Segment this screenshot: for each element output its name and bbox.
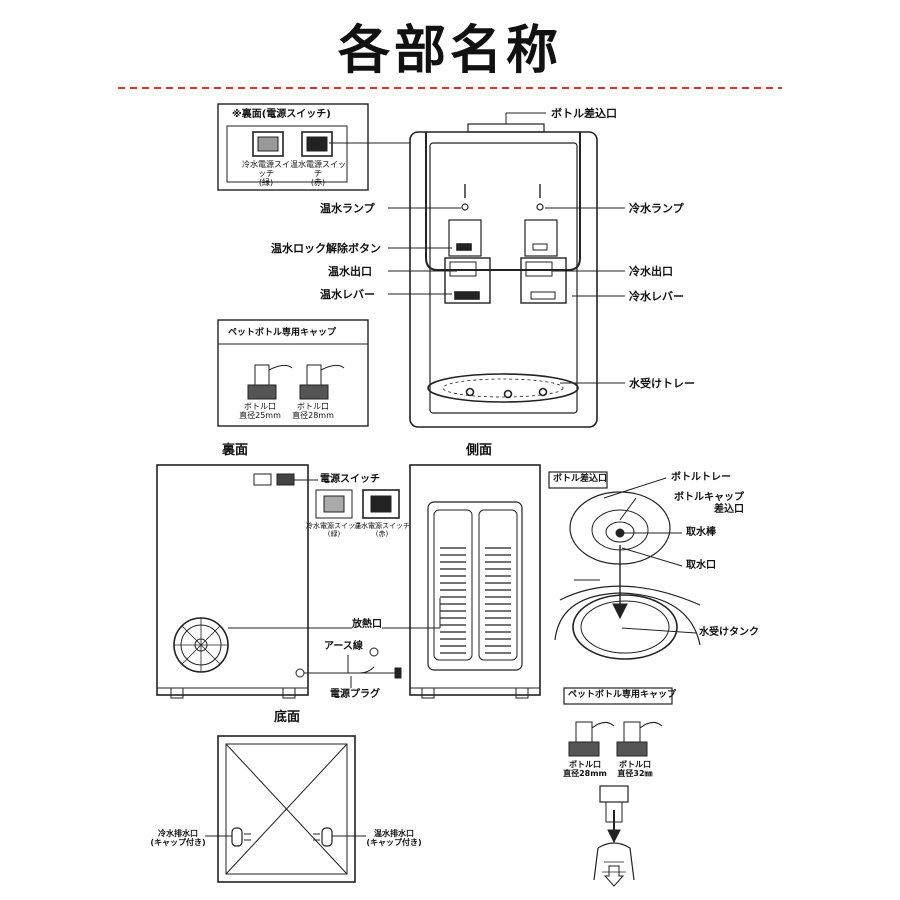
label-hot-lock-button: 温水ロック解除ボタン	[271, 242, 381, 255]
side-vents	[440, 547, 511, 654]
label-back-hot-switch: 温水電源スイッチ (赤)	[354, 522, 410, 539]
bottle-detail	[548, 471, 701, 660]
label-cold-lamp: 冷水ランプ	[629, 202, 684, 215]
label-hot-drain: 温水排水口 (キャップ付き)	[366, 829, 422, 848]
section-label-back: 裏面	[222, 443, 249, 458]
label-heat-vent: 放熱口	[352, 619, 382, 630]
cap-detail-heading: ペットボトル専用キャップ	[568, 690, 677, 700]
switch-inset-cold: 冷水電源スイッチ (緑)	[242, 160, 290, 188]
label-hot-outlet: 温水出口	[328, 265, 372, 278]
label-cold-lever: 冷水レバー	[629, 290, 684, 303]
label-power-plug: 電源プラグ	[330, 689, 380, 700]
switch-inset-hot: 温水電源スイッチ (赤)	[290, 160, 346, 188]
label-bottle-tray: ボトルトレー	[671, 472, 731, 483]
cap-inset-heading: ペットボトル専用キャップ	[228, 328, 337, 338]
front-dispenser	[409, 123, 598, 428]
switch-inset-heading: ※裏面(電源スイッチ)	[232, 109, 331, 120]
back-view	[156, 464, 309, 699]
label-drip-tray: 水受けトレー	[629, 377, 695, 390]
bottom-view	[217, 735, 356, 883]
label-hot-lamp: 温水ランプ	[320, 202, 375, 215]
section-label-bottom: 底面	[274, 710, 301, 725]
bottle-detail-heading: ボトル差込口	[553, 474, 608, 484]
label-cold-drain: 冷水排水口 (キャップ付き)	[150, 829, 206, 848]
label-cold-outlet: 冷水出口	[629, 265, 673, 278]
side-view	[409, 464, 541, 699]
cap-detail	[563, 687, 673, 887]
back-leaders	[228, 479, 441, 688]
label-bottle-inlet: ボトル差込口	[551, 107, 617, 120]
switch-inset	[217, 103, 369, 191]
section-label-side: 側面	[466, 443, 493, 458]
cap-detail-cap1: ボトル口 直径28mm	[563, 760, 607, 779]
cap-inset	[217, 319, 369, 427]
cap-inset-cap1: ボトル口 直径25mm	[239, 402, 281, 421]
label-hot-lever: 温水レバー	[320, 288, 375, 301]
label-water-rod: 取水棒	[686, 527, 716, 538]
page-title: 各部名称	[337, 21, 562, 81]
front-leader-lines	[329, 112, 625, 384]
label-tank: 水受けタンク	[699, 627, 759, 638]
cap-detail-cap2: ボトル口 直径32㎜	[617, 760, 653, 779]
label-water-port: 取水口	[686, 560, 716, 571]
label-power-switch: 電源スイッチ	[320, 474, 380, 485]
label-back-cold-switch: 冷水電源スイッチ (緑)	[306, 522, 362, 539]
label-ground-wire: アース線	[324, 641, 363, 652]
label-cap-inlet: ボトルキャップ 差込口	[674, 492, 744, 515]
cap-inset-cap2: ボトル口 直径28mm	[292, 402, 334, 421]
